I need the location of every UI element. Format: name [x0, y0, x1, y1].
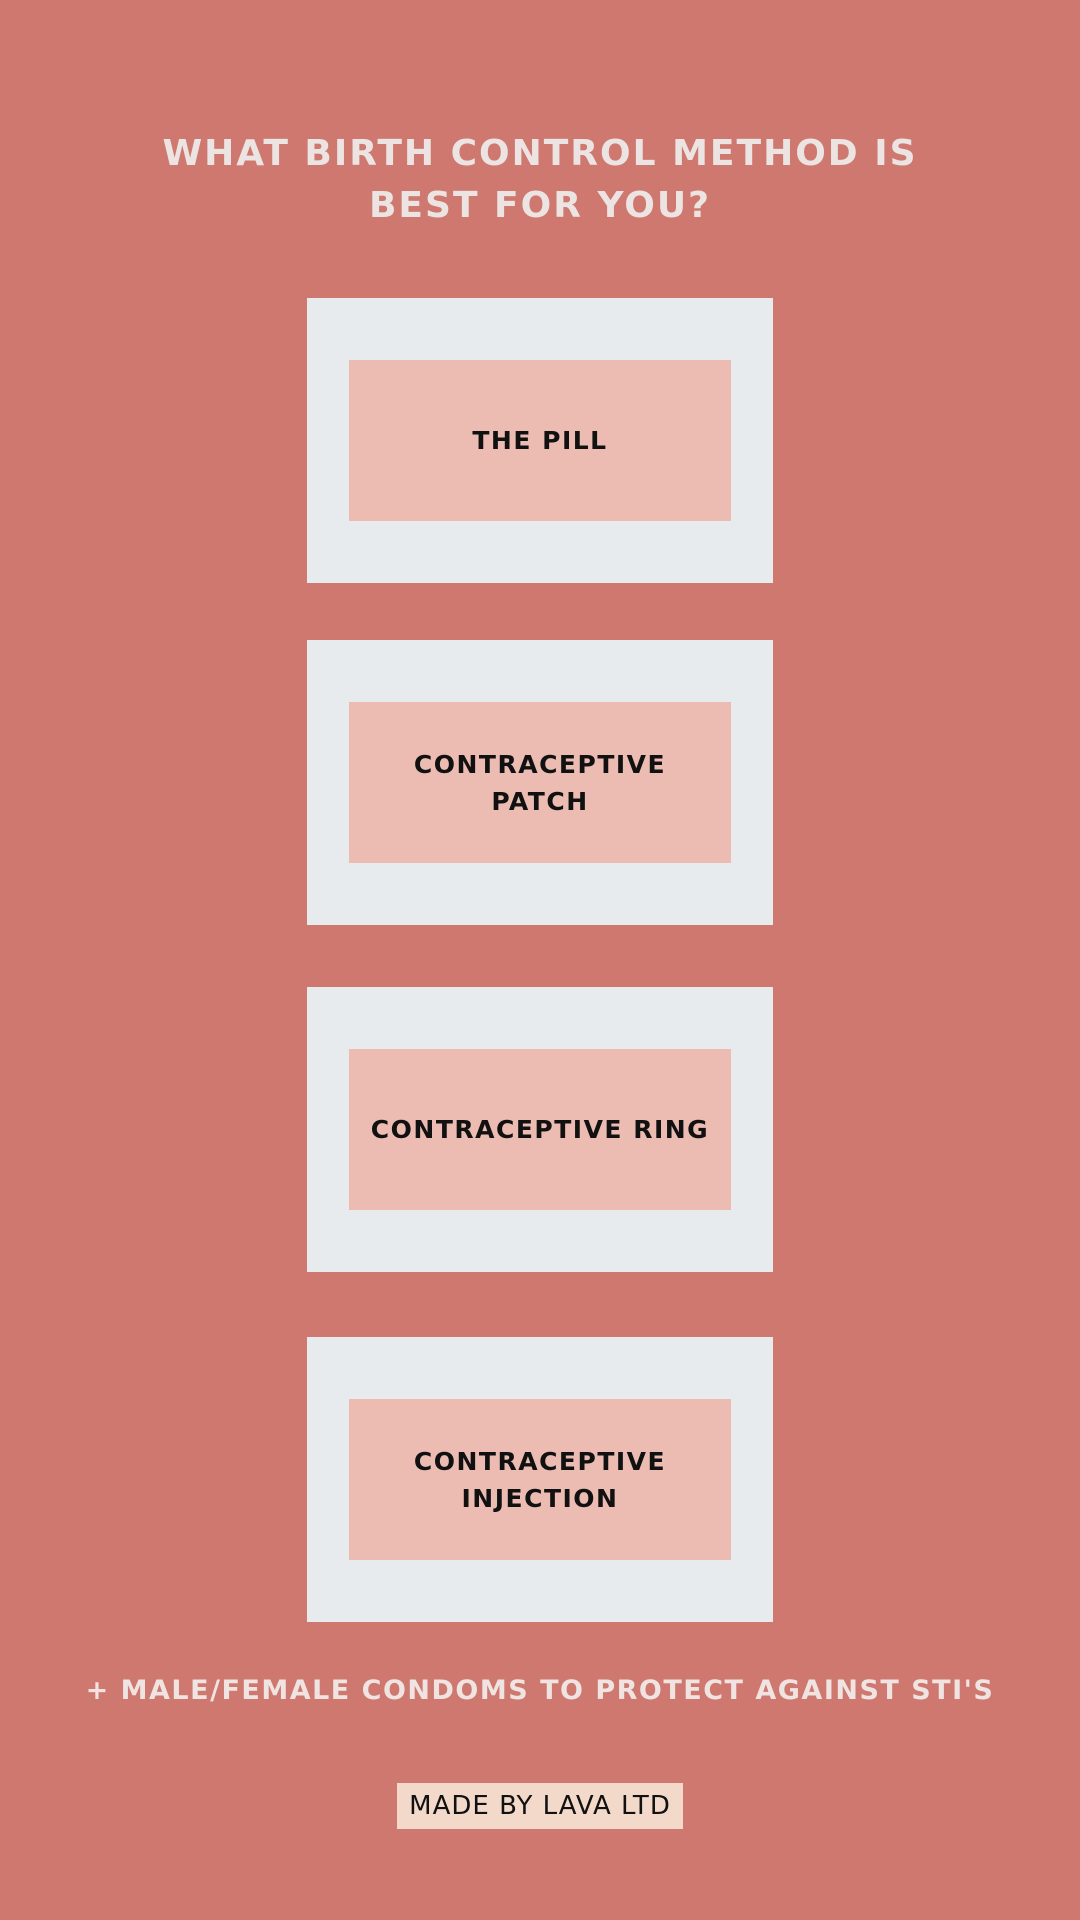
condoms-note: + MALE/FEMALE CONDOMS TO PROTECT AGAINST… [85, 1675, 995, 1706]
method-label-line: PATCH [491, 786, 589, 816]
method-label: THE PILL [472, 422, 607, 459]
method-card-inner: CONTRACEPTIVE RING [349, 1049, 731, 1210]
method-label-line: CONTRACEPTIVE [413, 1446, 667, 1476]
method-label-line: THE PILL [472, 426, 608, 455]
method-label: CONTRACEPTIVE RING [371, 1111, 709, 1148]
credit-badge: MADE BY LAVA LTD [397, 1783, 683, 1829]
method-label-line: CONTRACEPTIVE RING [370, 1115, 710, 1144]
method-card-patch[interactable]: CONTRACEPTIVE PATCH [307, 640, 773, 925]
page-title-line-1: WHAT BIRTH CONTROL METHOD IS [162, 133, 918, 174]
page-title-line-2: BEST FOR YOU? [368, 185, 711, 226]
method-label-line: CONTRACEPTIVE [413, 749, 667, 779]
method-card-pill[interactable]: THE PILL [307, 298, 773, 583]
page-title: WHAT BIRTH CONTROL METHOD IS BEST FOR YO… [0, 128, 1080, 232]
method-card-inner: THE PILL [349, 360, 731, 521]
method-label: CONTRACEPTIVE PATCH [414, 746, 666, 820]
method-card-injection[interactable]: CONTRACEPTIVE INJECTION [307, 1337, 773, 1622]
method-card-ring[interactable]: CONTRACEPTIVE RING [307, 987, 773, 1272]
method-label: CONTRACEPTIVE INJECTION [414, 1443, 666, 1517]
method-label-line: INJECTION [461, 1483, 619, 1513]
method-card-inner: CONTRACEPTIVE PATCH [349, 702, 731, 863]
method-card-inner: CONTRACEPTIVE INJECTION [349, 1399, 731, 1560]
